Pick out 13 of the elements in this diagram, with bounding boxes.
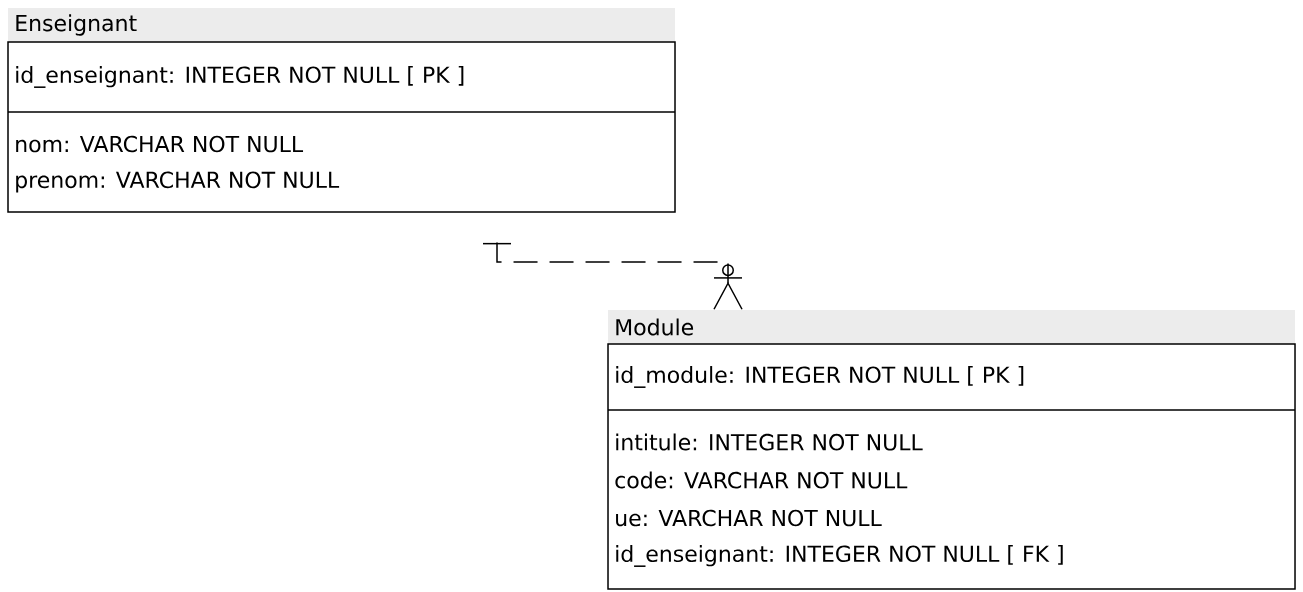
entity-table xyxy=(7,8,676,213)
primary-key-row: id_enseignant: INTEGER NOT NULL [ PK ] xyxy=(16,66,464,88)
attribute-row: code: VARCHAR NOT NULL xyxy=(615,471,908,489)
primary-key-row: id_module: INTEGER NOT NULL [ PK ] xyxy=(616,366,1024,388)
attribute-row: ue: VARCHAR NOT NULL xyxy=(616,509,882,527)
table-title: Enseignant xyxy=(16,14,137,36)
relationship-line xyxy=(482,241,743,310)
entity-table xyxy=(607,310,1296,590)
table-title: Module xyxy=(616,318,694,336)
attribute-row: id_enseignant: INTEGER NOT NULL [ FK ] xyxy=(616,545,1063,567)
attribute-row: nom: VARCHAR NOT NULL xyxy=(16,135,304,153)
attribute-row: prenom: VARCHAR NOT NULL xyxy=(16,171,340,193)
attribute-row: intitule: INTEGER NOT NULL xyxy=(616,433,923,451)
